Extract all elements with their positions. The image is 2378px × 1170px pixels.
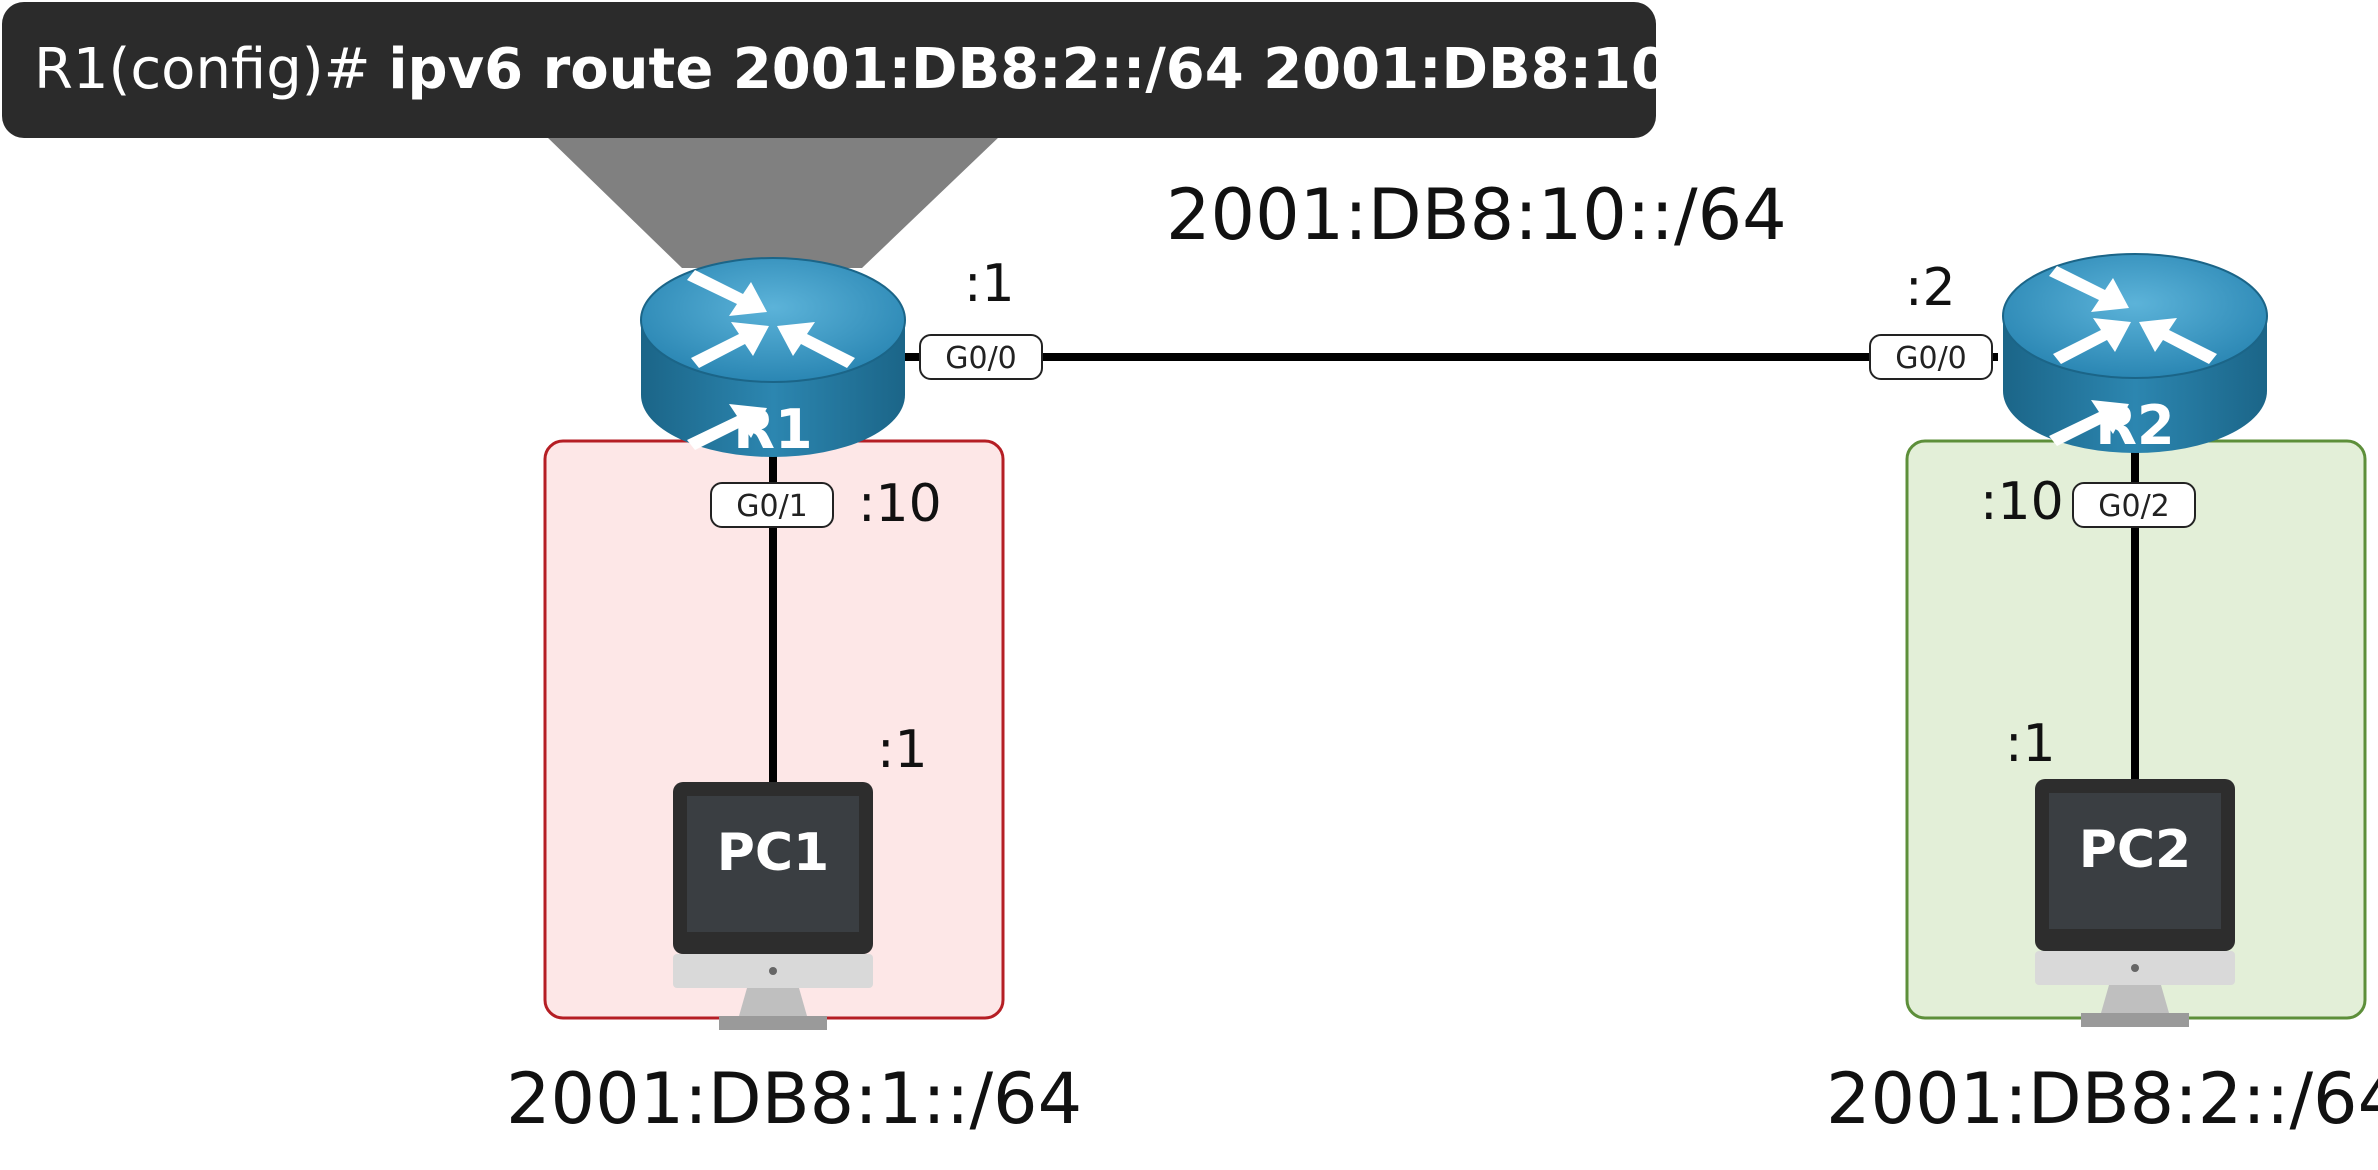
r2-g00-interface-label: G0/0 [1869,334,1993,380]
pc1-label: PC1 [717,823,829,883]
pc1-desktop-icon[interactable]: PC1 [673,782,873,1030]
r1-g00-interface-label: G0/0 [919,334,1043,380]
router-r1-label: R1 [733,398,812,461]
lan1-network-label: 2001:DB8:1::/64 [506,1058,1083,1140]
router-r2-icon[interactable]: R2 [2002,253,2268,457]
pc2-host-address: :1 [2005,714,2056,774]
pc2-label: PC2 [2079,820,2191,880]
r2-g00-host-address: :2 [1905,258,1956,318]
pc1-host-address: :1 [877,720,928,780]
r1-g01-host-address: :10 [858,474,942,534]
r2-g02-interface-label: G0/2 [2072,482,2196,528]
callout-wedge [546,136,1000,268]
router-r2-label: R2 [2095,394,2174,457]
r2-g02-host-address: :10 [1980,472,2064,532]
lan2-network-label: 2001:DB8:2::/64 [1826,1058,2378,1140]
cli-command: ipv6 route 2001:DB8:2::/64 2001:DB8:10::… [388,37,1754,102]
transit-network-label: 2001:DB8:10::/64 [1166,174,1787,256]
cli-prompt: R1(config)# [34,37,371,102]
r1-g01-interface-label: G0/1 [710,482,834,528]
pc2-desktop-icon[interactable]: PC2 [2035,779,2235,1027]
r1-g00-host-address: :1 [964,254,1015,314]
command-callout: R1(config)# ipv6 route 2001:DB8:2::/64 2… [2,2,1754,138]
router-r1-icon[interactable]: R1 [640,257,906,461]
